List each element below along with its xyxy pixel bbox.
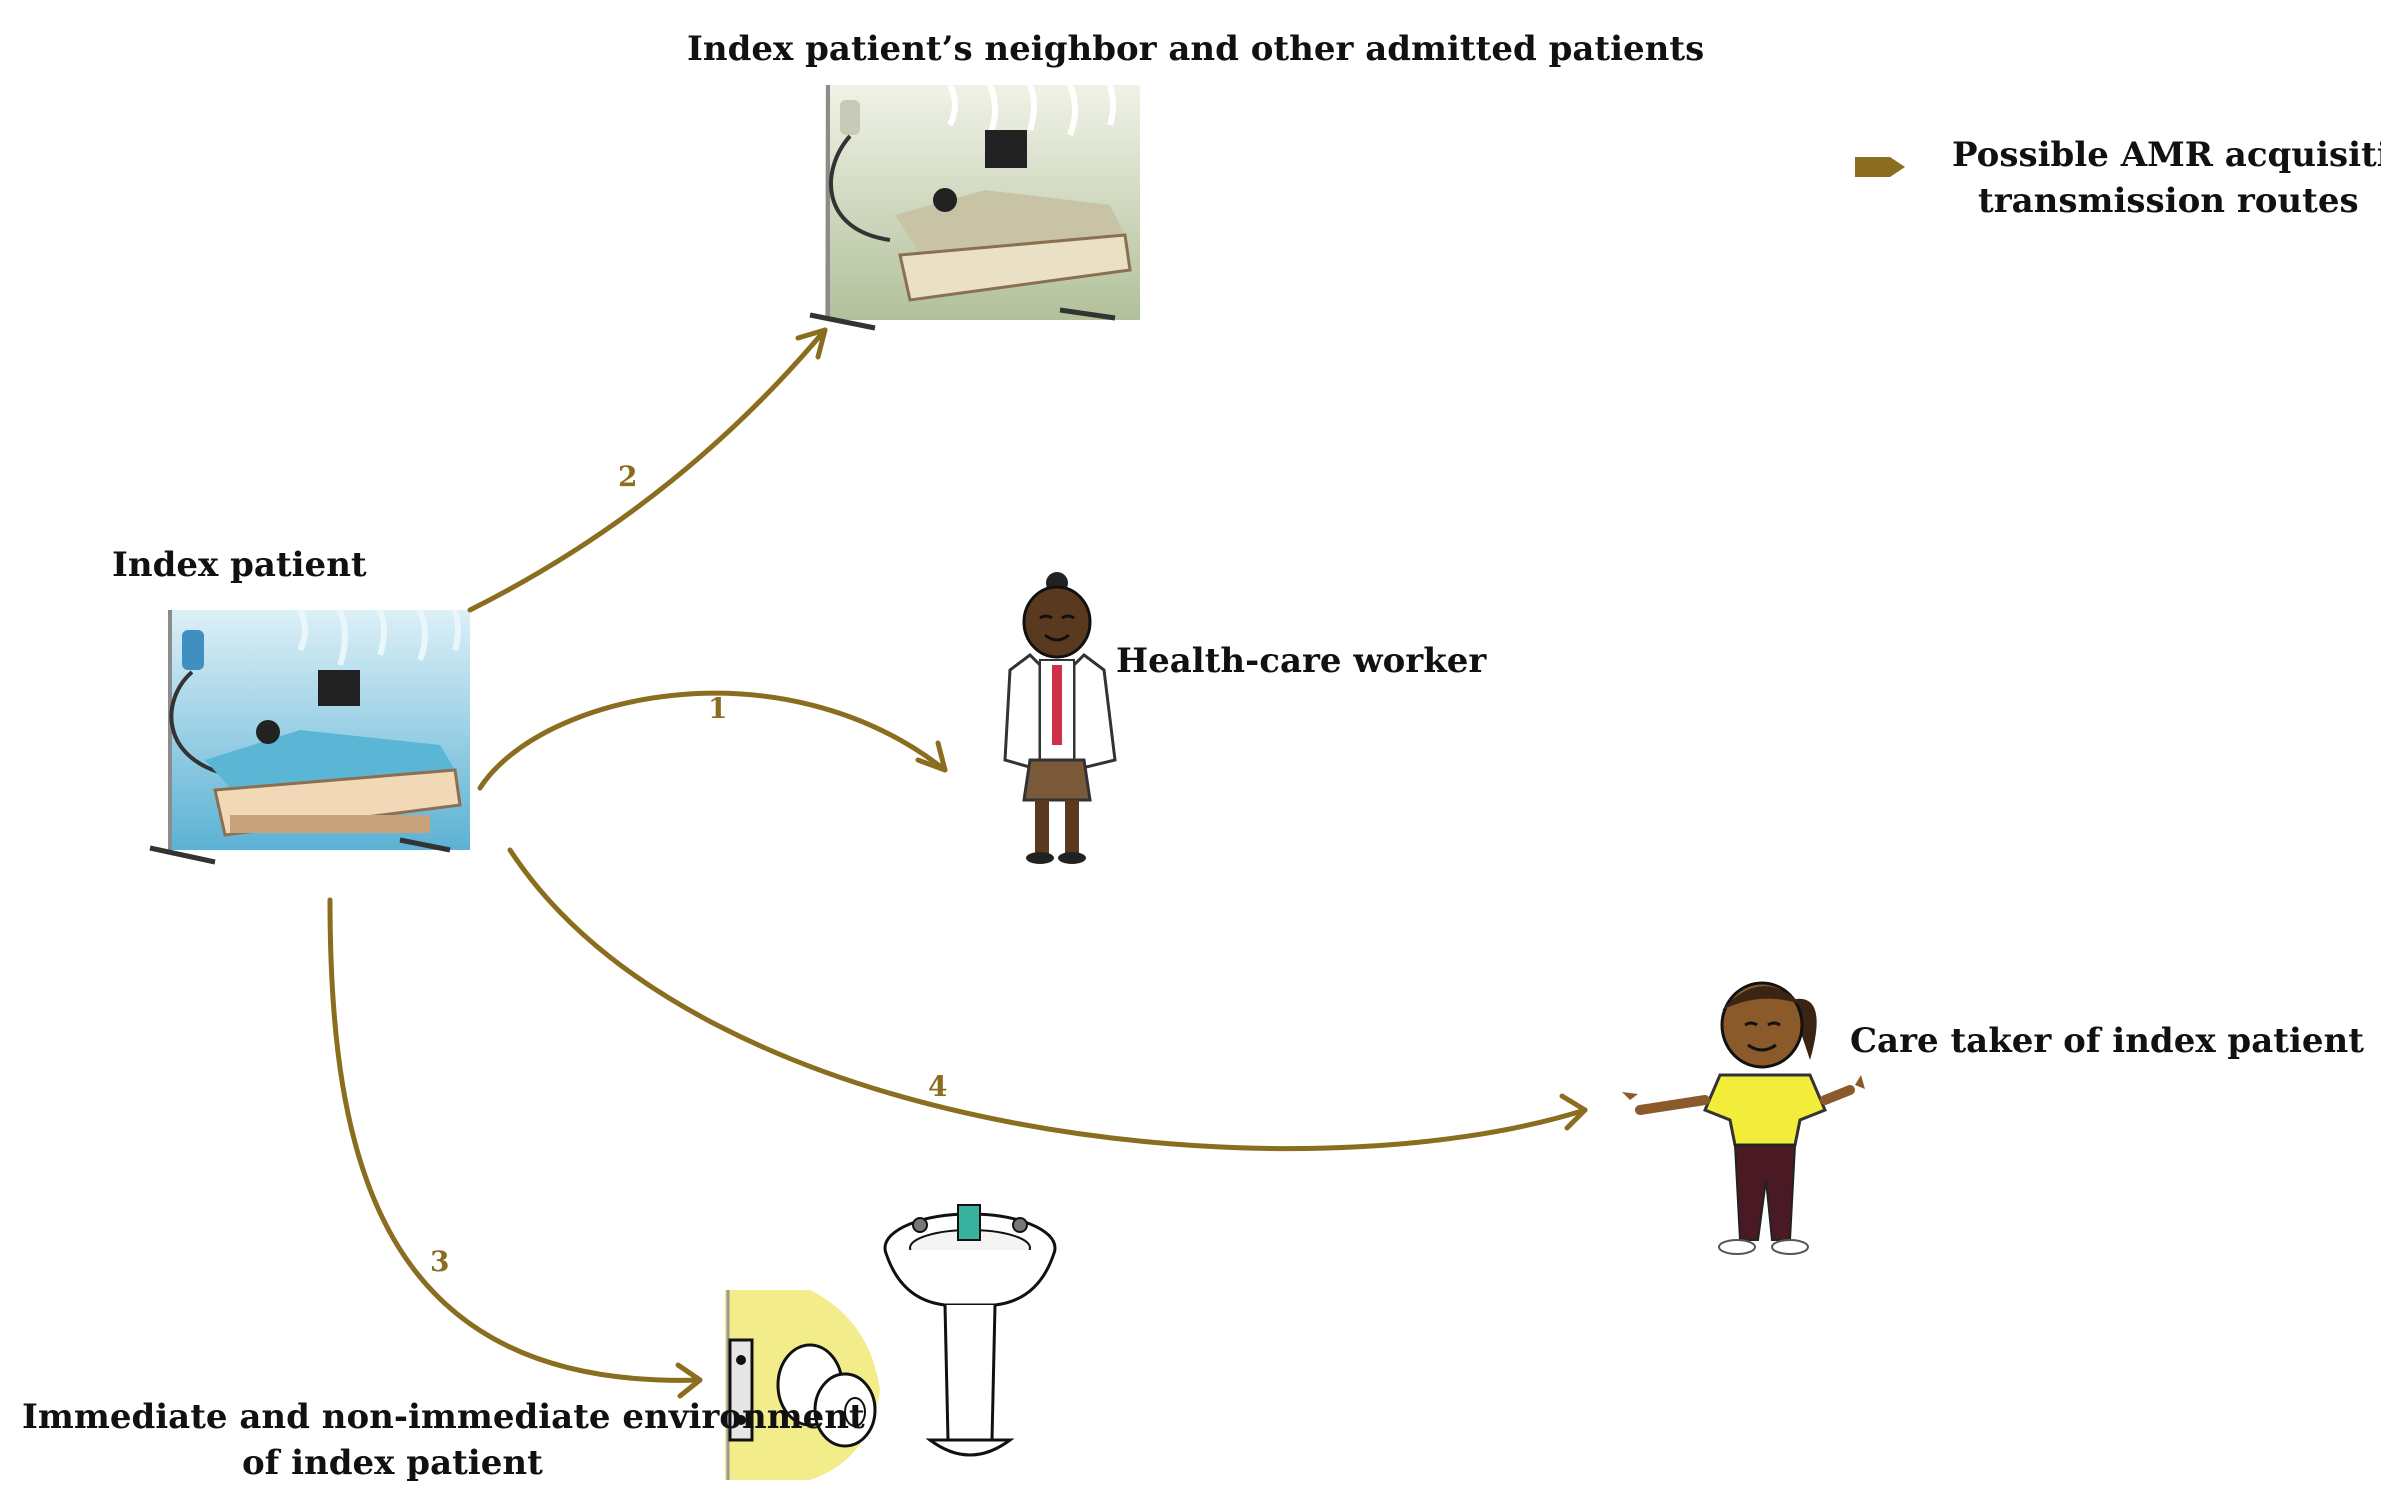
label-health-worker: Health-care worker xyxy=(1116,641,1487,681)
legend-text-line1: Possible AMR acquisition/ xyxy=(1952,135,2381,175)
sink-icon xyxy=(883,1204,1057,1457)
index-patient-bed-icon xyxy=(149,608,470,865)
route-1-arrowhead xyxy=(915,740,948,773)
route-1-number: 1 xyxy=(708,692,728,725)
route-3-arrowhead xyxy=(675,1362,703,1399)
label-environment-line2: of index patient xyxy=(242,1443,543,1483)
route-4-arrow xyxy=(507,847,1588,1152)
route-3-arrow xyxy=(327,897,703,1383)
route-2-number: 2 xyxy=(618,460,638,493)
label-neighbor: Index patient’s neighbor and other admit… xyxy=(687,29,1705,69)
doctor-icon xyxy=(1003,572,1117,864)
route-4-arrowhead xyxy=(1559,1093,1588,1131)
door-knob-icon xyxy=(725,1290,880,1480)
route-3-number: 3 xyxy=(430,1245,450,1278)
legend-text-line2: transmission routes xyxy=(1978,181,2359,221)
label-caretaker: Care taker of index patient xyxy=(1850,1021,2364,1061)
label-environment-line1: Immediate and non-immediate environment xyxy=(22,1397,865,1437)
route-4-number: 4 xyxy=(928,1070,948,1103)
neighbor-bed-icon xyxy=(809,83,1140,331)
route-1-arrow xyxy=(477,690,948,791)
label-index-patient: Index patient xyxy=(112,545,367,585)
caretaker-icon xyxy=(1622,981,1865,1255)
route-2-arrowhead xyxy=(795,327,828,360)
route-2-arrow xyxy=(467,327,828,613)
legend-arrow-icon xyxy=(1855,157,1905,177)
